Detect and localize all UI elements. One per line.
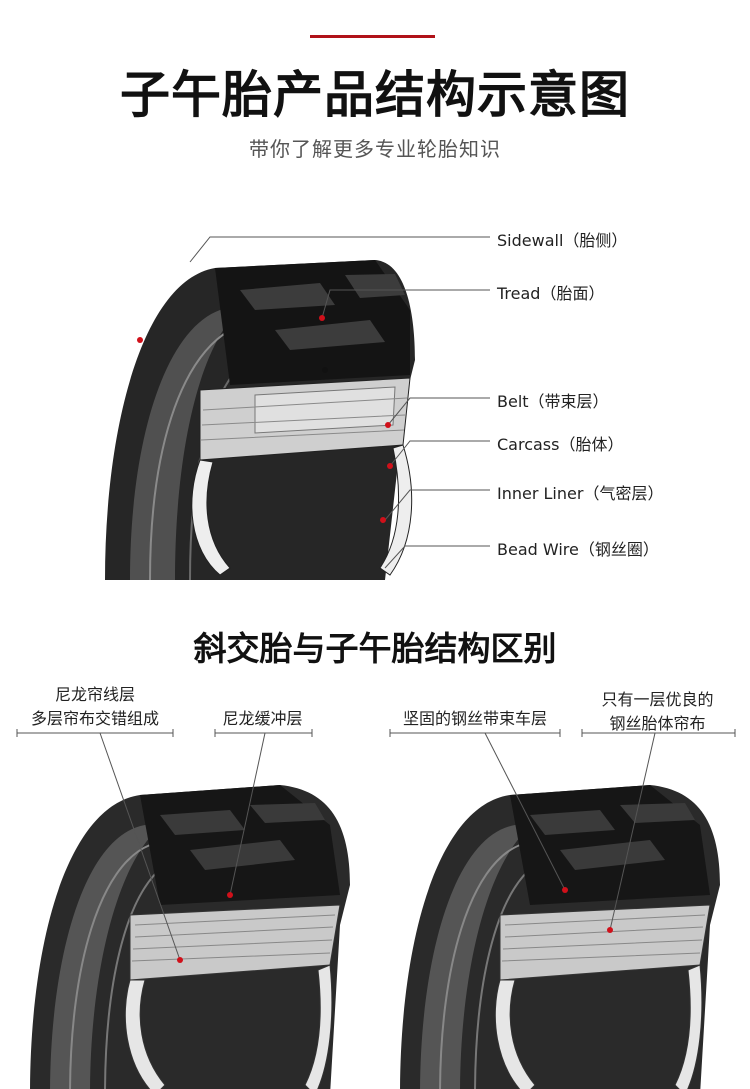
radial-label-steel-carcass: 只有一层优良的 钢丝胎体帘布 [580,688,735,736]
label-inner-liner: Inner Liner（气密层） [497,480,663,504]
radial-tire-cutaway [105,260,415,581]
comparison-callout-lines [16,729,736,961]
label-sidewall: Sidewall（胎侧） [497,227,627,251]
label-en: Carcass [497,435,560,454]
label-belt: Belt（带束层） [497,388,609,412]
callout-lines [189,236,490,569]
label-line: 尼龙帘线层 [54,685,135,704]
callout-dots [137,315,393,523]
label-line: 多层帘布交错组成 [30,709,159,728]
label-en: Sidewall [497,231,564,250]
label-bead-wire: Bead Wire（钢丝圈） [497,536,659,560]
section-title: 斜交胎与子午胎结构区别 [193,629,557,668]
page-subtitle: 带你了解更多专业轮胎知识 [249,137,501,161]
page-title: 子午胎产品结构示意图 [120,66,630,124]
label-line: 钢丝胎体帘布 [609,714,706,733]
label-en: Bead Wire [497,540,579,559]
bias-tire-cutaway [29,784,351,1089]
label-zh: （胎体） [559,435,624,454]
label-tread: Tread（胎面） [497,280,604,304]
label-zh: （钢丝圈） [578,540,659,559]
accent-divider [310,35,435,38]
label-zh: （胎面） [540,284,605,303]
label-en: Inner Liner [497,484,584,503]
label-en: Tread [497,284,541,303]
bias-label-nylon-cord: 尼龙帘线层 多层帘布交错组成 [15,683,175,731]
label-carcass: Carcass（胎体） [497,431,624,455]
label-zh: （气密层） [583,484,664,503]
label-line: 只有一层优良的 [601,690,714,709]
radial-label-steel-belt: 坚固的钢丝带束车层 [402,709,547,728]
label-en: Belt [497,392,529,411]
label-zh: （胎侧） [563,231,628,250]
bias-label-nylon-buffer: 尼龙缓冲层 [222,709,303,728]
radial-tire-cutaway-small [399,784,721,1089]
comparison-callout-dots [177,887,613,963]
label-zh: （带束层） [528,392,609,411]
